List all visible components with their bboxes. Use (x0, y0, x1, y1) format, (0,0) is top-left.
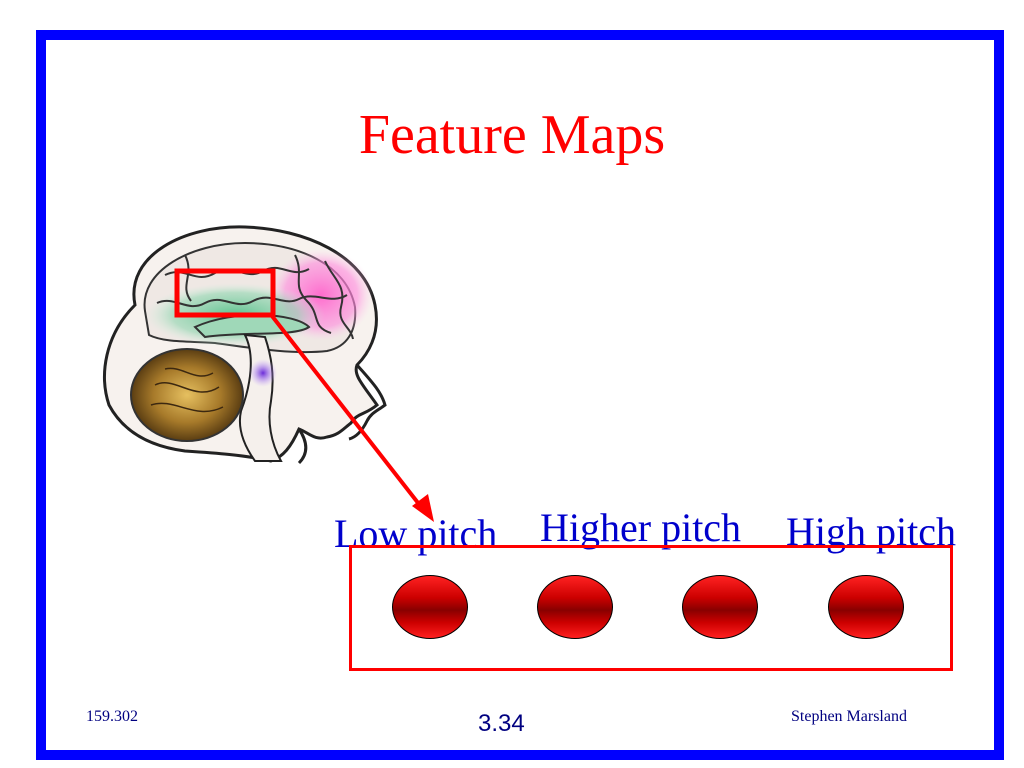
feature-map-node (537, 575, 613, 639)
brain-illustration-icon (103, 225, 387, 465)
footer-author: Stephen Marsland (791, 708, 907, 725)
feature-map-node (392, 575, 468, 639)
label-higher-pitch: Higher pitch (540, 505, 742, 550)
feature-map-box (349, 545, 953, 671)
slide-frame (36, 30, 1004, 760)
slide-title: Feature Maps (358, 104, 666, 166)
label-low-pitch: Low pitch (334, 511, 498, 556)
footer-page-number: 3.34 (478, 710, 525, 737)
feature-map-node (828, 575, 904, 639)
feature-map-node (682, 575, 758, 639)
footer-course-code: 159.302 (86, 708, 138, 725)
